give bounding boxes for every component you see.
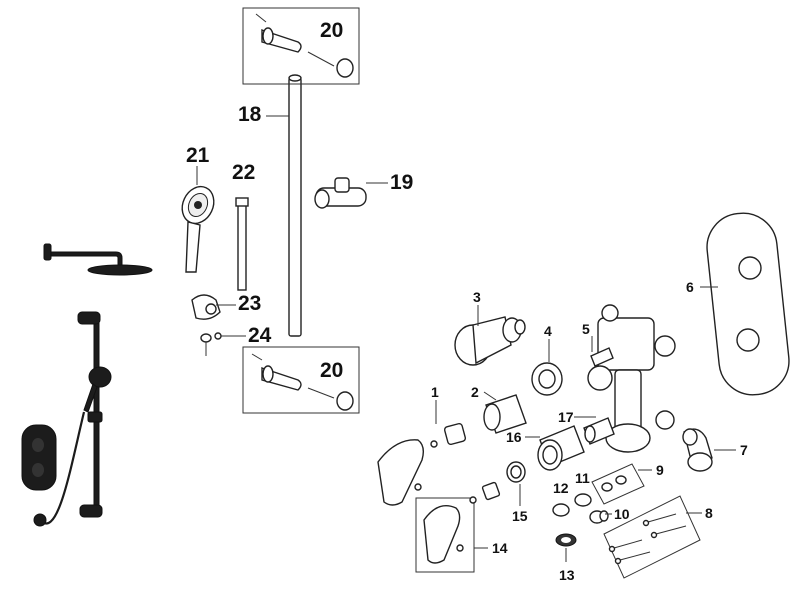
label-16: 16 bbox=[506, 429, 522, 445]
label-14: 14 bbox=[492, 540, 508, 556]
label-22: 22 bbox=[232, 161, 255, 184]
label-9: 9 bbox=[656, 462, 664, 478]
label-15: 15 bbox=[512, 508, 528, 524]
label-5: 5 bbox=[582, 321, 590, 337]
adaptor-part bbox=[469, 481, 501, 504]
hose-part bbox=[235, 197, 249, 291]
label-10: 10 bbox=[614, 506, 630, 522]
label-13: 13 bbox=[559, 567, 575, 583]
label-19: 19 bbox=[390, 171, 413, 194]
seal-13-part bbox=[555, 533, 577, 547]
valve-body-part bbox=[587, 304, 676, 453]
washer-set-group bbox=[591, 463, 645, 505]
fixings-group bbox=[603, 495, 701, 579]
label-20-top: 20 bbox=[320, 19, 343, 42]
bracket-bottom-group bbox=[242, 346, 360, 414]
label-3: 3 bbox=[473, 289, 481, 305]
label-21: 21 bbox=[186, 144, 210, 167]
elbow-part bbox=[682, 428, 713, 472]
label-23: 23 bbox=[238, 292, 261, 315]
label-1: 1 bbox=[431, 384, 439, 400]
label-18: 18 bbox=[238, 103, 262, 126]
cap-11-part bbox=[574, 493, 592, 507]
wall-outlet-part bbox=[191, 294, 221, 320]
lever-set-group bbox=[415, 497, 475, 573]
wall-plate-part bbox=[706, 212, 790, 396]
spindle-part bbox=[590, 347, 614, 367]
label-20-bottom: 20 bbox=[320, 359, 343, 382]
check-valve-part bbox=[589, 510, 609, 524]
label-11: 11 bbox=[575, 470, 590, 486]
handset-part bbox=[181, 185, 215, 273]
washer-part bbox=[200, 333, 212, 356]
sleeve-large-part bbox=[537, 425, 585, 471]
label-17: 17 bbox=[558, 409, 574, 425]
lever-handle-part bbox=[377, 439, 425, 506]
ring-part bbox=[531, 362, 563, 396]
grub-screw-part bbox=[430, 422, 467, 448]
label-8: 8 bbox=[705, 505, 713, 521]
shroud-part bbox=[454, 316, 526, 366]
bracket-top-group bbox=[242, 7, 360, 85]
cap-12-part bbox=[552, 503, 570, 517]
label-24: 24 bbox=[248, 324, 272, 347]
riser-rail-part bbox=[288, 74, 302, 337]
label-7: 7 bbox=[740, 442, 748, 458]
label-12: 12 bbox=[553, 480, 569, 496]
cartridge-part bbox=[583, 417, 615, 445]
label-4: 4 bbox=[544, 323, 552, 339]
assembled-shower-kit bbox=[21, 243, 153, 527]
collar-part bbox=[506, 461, 526, 483]
slider-part bbox=[314, 177, 367, 209]
label-6: 6 bbox=[686, 279, 694, 295]
sleeve-part bbox=[483, 394, 527, 434]
label-2: 2 bbox=[471, 384, 479, 400]
